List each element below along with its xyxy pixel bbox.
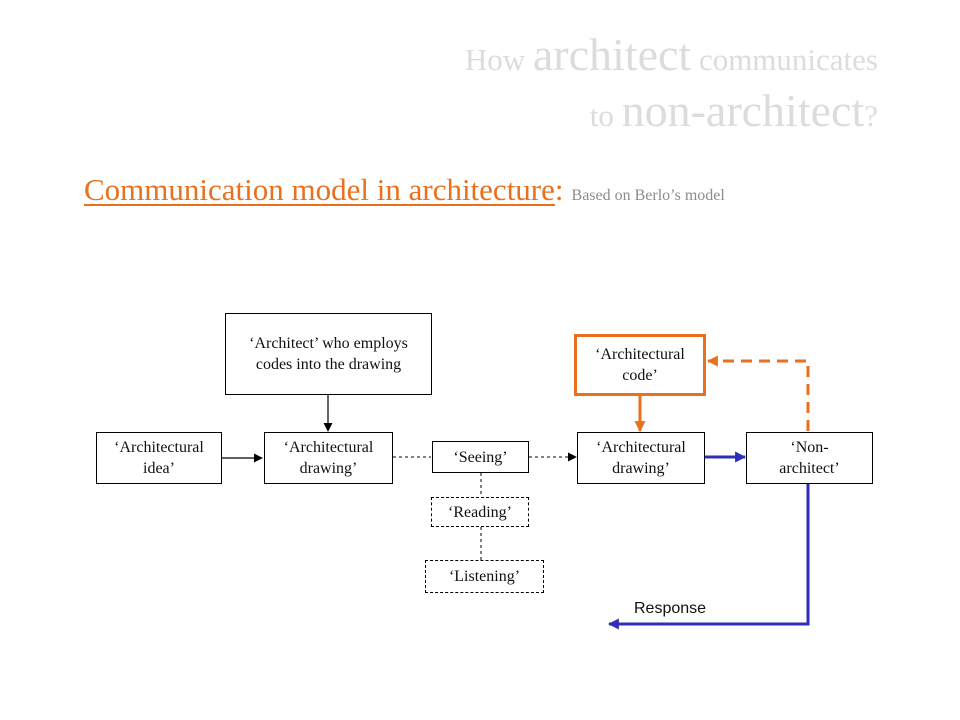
node-architect-label: ‘Architect’ who employs codes into the d…: [249, 335, 408, 373]
page-title-line-1: How architect communicates: [465, 28, 878, 81]
node-reading-label: ‘Reading’: [448, 503, 512, 521]
response-label: Response: [634, 600, 707, 617]
title-line-1-segment: How: [464, 42, 533, 77]
node-non-architect-label: ‘Non-architect’: [779, 439, 840, 477]
node-architectural-drawing-right: ‘Architectural drawing’: [577, 432, 705, 484]
node-architectural-drawing-left: ‘Architectural drawing’: [264, 432, 393, 484]
response-arrow: [607, 484, 810, 630]
subtitle: Communication model in architecture: Bas…: [84, 172, 725, 208]
node-architectural-idea-label: ‘Architectural idea’: [114, 439, 204, 477]
title-line-1-segment: architect: [532, 29, 692, 80]
title-line-2-segment: to: [589, 98, 622, 133]
node-architectural-code: ‘Architectural code’: [574, 334, 706, 396]
node-seeing: ‘Seeing’: [432, 441, 529, 473]
node-architectural-drawing-right-label: ‘Architectural drawing’: [596, 439, 686, 477]
node-architectural-code-label: ‘Architectural code’: [595, 346, 685, 384]
node-architectural-idea: ‘Architectural idea’: [96, 432, 222, 484]
title-line-2-segment: non-architect: [621, 85, 865, 136]
node-architect: ‘Architect’ who employs codes into the d…: [225, 313, 432, 395]
title-line-2-segment: ?: [864, 98, 878, 133]
node-non-architect: ‘Non-architect’: [746, 432, 873, 484]
subtitle-heading: Communication model in architecture: [84, 172, 555, 207]
node-architectural-drawing-left-label: ‘Architectural drawing’: [283, 439, 374, 477]
subtitle-colon: :: [554, 172, 564, 207]
node-listening: ‘Listening’: [425, 560, 544, 593]
title-line-1-segment: communicates: [691, 42, 878, 77]
node-reading: ‘Reading’: [431, 497, 529, 527]
subtitle-note: Based on Berlo’s model: [571, 187, 725, 204]
node-seeing-label: ‘Seeing’: [453, 448, 508, 466]
node-listening-label: ‘Listening’: [448, 568, 521, 585]
dashed-feedback-arrow: [706, 355, 810, 431]
page-title-line-2: to non-architect?: [590, 84, 878, 137]
